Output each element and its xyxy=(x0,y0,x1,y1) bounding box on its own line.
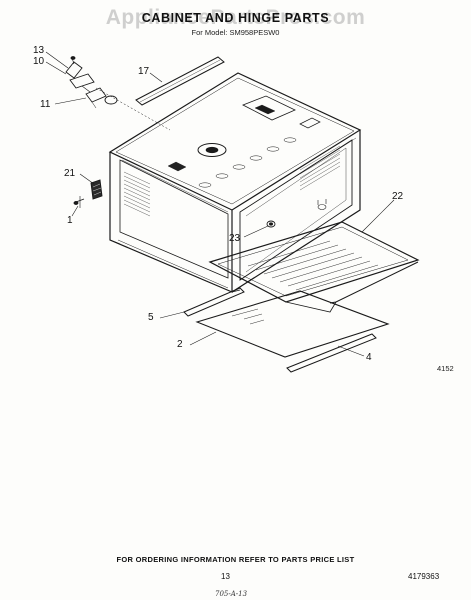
handwritten-mark: 705-A-13 xyxy=(215,590,248,598)
callout-5: 5 xyxy=(148,312,154,323)
screw-part xyxy=(73,196,85,208)
lamp-socket xyxy=(85,87,118,109)
callout-1: 1 xyxy=(67,215,73,226)
callout-2: 2 xyxy=(177,339,183,350)
callout-10: 10 xyxy=(33,56,45,67)
callout-23: 23 xyxy=(229,233,241,244)
callout-4: 4 xyxy=(366,352,372,363)
cabinet-body xyxy=(108,72,362,293)
watermark: AppliancePartsPros.com xyxy=(105,6,366,29)
hinge-strip xyxy=(183,287,245,317)
glass-window xyxy=(195,290,390,358)
leader-lines xyxy=(45,51,395,357)
door-panel xyxy=(208,221,420,313)
callout-22: 22 xyxy=(392,191,404,202)
model-subtitle: For Model: SM958PESW0 xyxy=(191,28,280,37)
page-title: CABINET AND HINGE PARTS xyxy=(141,11,330,25)
callout-21: 21 xyxy=(64,168,76,179)
callout-13: 13 xyxy=(33,45,45,56)
page-number: 13 xyxy=(221,572,230,581)
ordering-note: FOR ORDERING INFORMATION REFER TO PARTS … xyxy=(116,555,355,564)
callout-11: 11 xyxy=(40,99,51,110)
top-rail xyxy=(135,56,225,106)
callout-17: 17 xyxy=(138,66,150,77)
diagram-number: 4152 xyxy=(437,364,454,373)
part-list-number: 4179363 xyxy=(408,572,440,581)
lower-rail xyxy=(286,333,377,373)
hinge-bracket xyxy=(65,56,95,93)
side-grommet xyxy=(90,179,103,200)
